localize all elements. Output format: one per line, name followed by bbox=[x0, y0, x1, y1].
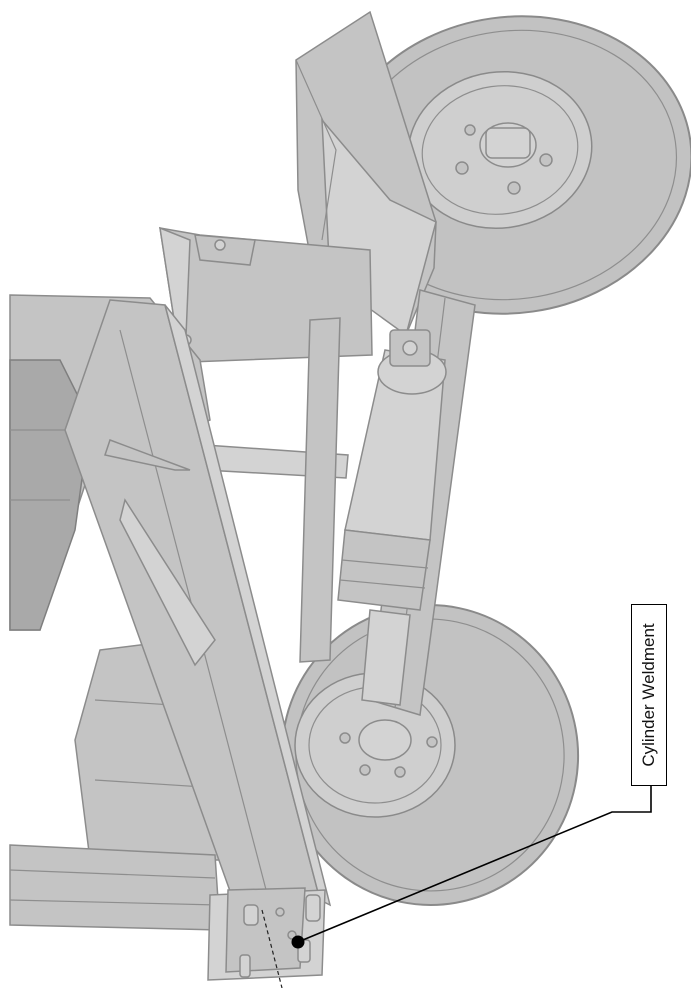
hydraulic-cylinder bbox=[337, 329, 447, 706]
bottom-channel bbox=[9, 844, 221, 931]
callout-dot-icon bbox=[291, 935, 305, 949]
callout-label-box: Cylinder Weldment bbox=[631, 604, 667, 786]
cylinder-weldment-part bbox=[207, 887, 326, 981]
main-frame-rail bbox=[64, 299, 332, 907]
upper-bracket bbox=[159, 226, 373, 363]
callout-leader-line bbox=[297, 786, 652, 943]
cross-bracket bbox=[204, 317, 349, 663]
callout-label: Cylinder Weldment bbox=[639, 623, 658, 767]
